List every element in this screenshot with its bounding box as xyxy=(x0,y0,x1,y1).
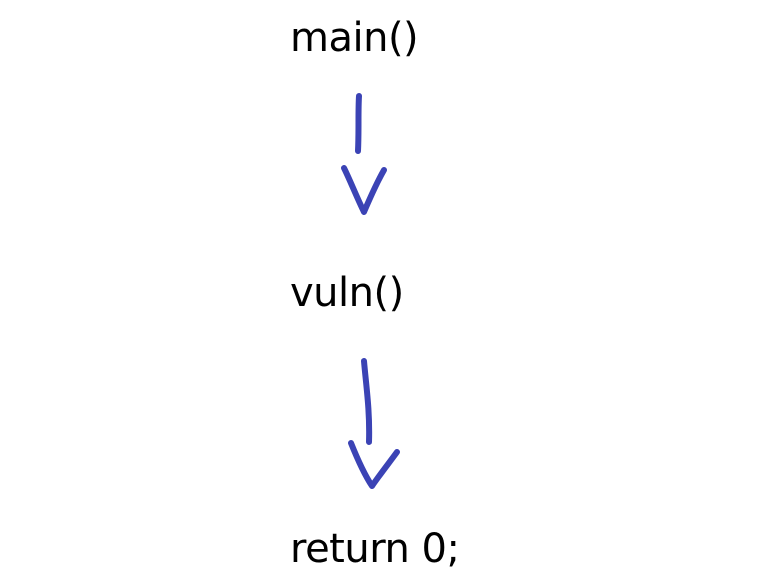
arrow-1-shaft xyxy=(355,93,362,154)
step-main: main() xyxy=(290,15,419,61)
arrow-main-to-vuln xyxy=(341,93,387,215)
step-return: return 0; xyxy=(290,526,460,572)
arrow-1-head xyxy=(341,165,387,215)
arrow-vuln-to-return xyxy=(348,358,400,489)
arrow-2-shaft xyxy=(361,358,373,445)
arrow-2-head xyxy=(348,440,400,489)
step-vuln: vuln() xyxy=(290,270,404,316)
